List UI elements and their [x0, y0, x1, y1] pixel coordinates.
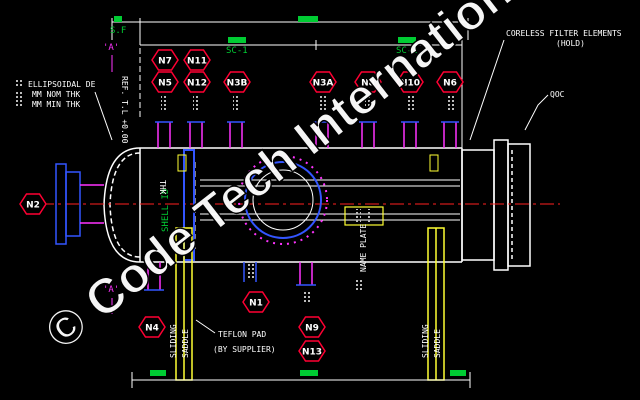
sliding-saddle-left-2: SADDLE [181, 329, 190, 358]
sliding-saddle-right-1: SLIDING [421, 324, 430, 358]
nozzle-badge-outline [138, 316, 166, 338]
nozzle-badge-outline [298, 340, 326, 362]
sliding-saddle-left-1: SLIDING [169, 324, 178, 358]
nozzle-label-n4: N4 [145, 324, 159, 334]
nozzle-badge-outline [151, 49, 179, 71]
nozzle-badge-n12: N12 [183, 71, 211, 93]
nozzle-label-n12: N12 [187, 79, 207, 89]
coreless-label: CORELESS FILTER ELEMENTS [506, 29, 622, 38]
sliding-saddle-right-2: SADDLE [433, 329, 442, 358]
tubesheet [183, 149, 195, 261]
nozzle-label-n11: N11 [187, 57, 207, 67]
nozzle-badge-n7: N7 [151, 49, 179, 71]
nozzle-badge-outline [354, 71, 382, 93]
sc1-label: SC-1 [226, 46, 248, 56]
nozzle-label-n5: N5 [158, 79, 172, 89]
shell-id-label: SHELL ID [161, 189, 171, 232]
teflon-pad-label: TEFLON PAD [218, 330, 266, 339]
top-dimensions [111, 18, 469, 150]
nozzle-badge-outline [223, 71, 251, 93]
nozzle-label-n1: N1 [249, 299, 263, 309]
nom-thk-label: MM NOM THK [32, 90, 80, 99]
ref-tl-label: REF. T.L +0.00 [120, 76, 129, 144]
sc2-label: SC-2 [396, 46, 418, 56]
nozzle-badge-n4: N4 [138, 316, 166, 338]
nozzle-tags [161, 94, 454, 110]
name-plate-box [344, 206, 384, 226]
nozzle-label-n7: N7 [158, 57, 172, 67]
vessel-shell [103, 147, 463, 263]
nozzle-badge-outline [309, 71, 337, 93]
bottom-nozzles [144, 262, 316, 304]
nozzle-label-n3b: N3B [227, 79, 248, 89]
nozzle-badge-n6: N6 [436, 71, 464, 93]
min-thk-label: MM MIN THK [32, 100, 80, 109]
nozzle-badge-outline [242, 291, 270, 313]
nozzle-label-n9: N9 [305, 324, 319, 334]
nozzle-badge-n13: N13 [298, 340, 326, 362]
nozzle-badge-n1: N1 [242, 291, 270, 313]
nozzle-badge-n11: N11 [183, 49, 211, 71]
nozzle-label-n8: N8 [361, 79, 375, 89]
nozzle-badge-outline [436, 71, 464, 93]
manway-flange [238, 155, 328, 245]
nozzle-badge-n10: N10 [396, 71, 424, 93]
ellipsoidal-label: ELLIPSOIDAL DE [28, 80, 96, 89]
nozzle-badge-n9: N9 [298, 316, 326, 338]
nozzle-badge-n2: N2 [19, 193, 47, 215]
nozzle-badge-outline [298, 316, 326, 338]
nozzle-badge-outline [396, 71, 424, 93]
nozzle-label-n6: N6 [443, 79, 457, 89]
inlet-nozzle-n2 [55, 163, 104, 245]
name-plate-label: NAME PLATE [359, 224, 368, 272]
section-a-bottom: 'A' [103, 285, 119, 295]
nozzle-badge-n3a: N3A [309, 71, 337, 93]
qoc-label: QOC [550, 90, 565, 99]
teflon-supplier-label: (BY SUPPLIER) [213, 345, 276, 354]
nozzle-label-n2: N2 [26, 201, 40, 211]
bottom-dimensions [131, 372, 471, 388]
nozzle-badge-outline [151, 71, 179, 93]
nozzle-label-n3a: N3A [313, 79, 334, 89]
hold-label: (HOLD) [556, 39, 585, 48]
nozzle-badge-n5: N5 [151, 71, 179, 93]
top-nozzles [155, 121, 459, 148]
nozzle-badge-n8: N8 [354, 71, 382, 93]
nozzle-label-n10: N10 [400, 79, 420, 89]
nozzle-badge-n3b: N3B [223, 71, 251, 93]
leader-lines [469, 39, 549, 141]
nozzle-badge-outline [183, 71, 211, 93]
nozzle-badge-outline [183, 49, 211, 71]
section-a-top: 'A' [103, 43, 119, 53]
sf-label: S.F [110, 26, 126, 36]
nozzle-label-n13: N13 [302, 348, 322, 358]
quick-opening-closure [461, 139, 531, 271]
thk-label: THK [158, 180, 167, 195]
nozzle-badge-outline [19, 193, 47, 215]
